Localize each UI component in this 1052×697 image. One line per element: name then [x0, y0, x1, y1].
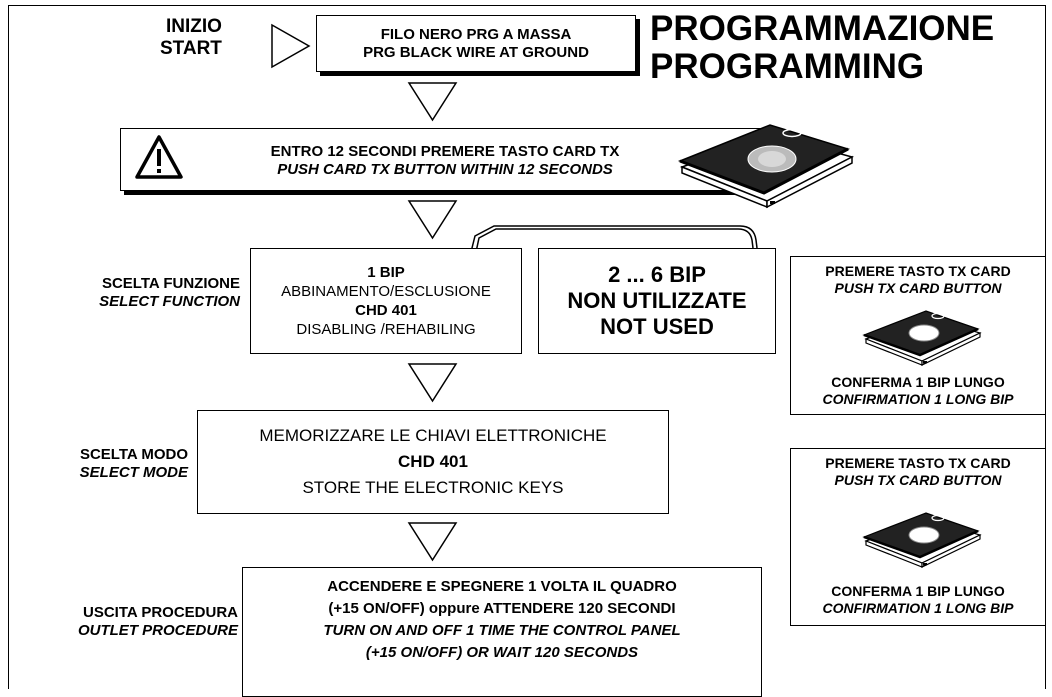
- exit-line2: (+15 ON/OFF) oppure ATTENDERE 120 SECOND…: [328, 600, 676, 617]
- down-arrow-icon: [407, 82, 458, 122]
- side-box-1-confirm-it: CONFERMA 1 BIP LUNGO: [831, 374, 1005, 390]
- exit-box: ACCENDERE E SPEGNERE 1 VOLTA IL QUADRO (…: [242, 567, 762, 697]
- warning-icon: [135, 135, 183, 179]
- mode-model: CHD 401: [398, 452, 468, 471]
- start-arrow-icon: [271, 23, 311, 69]
- step-card-it: ENTRO 12 SECONDI PREMERE TASTO CARD TX: [270, 143, 620, 160]
- function-unused-line1: 2 ... 6 BIP: [608, 262, 706, 287]
- mode-line-en: STORE THE ELECTRONIC KEYS: [302, 478, 564, 497]
- down-arrow-icon: [407, 522, 458, 562]
- down-arrow-icon: [407, 363, 458, 403]
- step-wire-it: FILO NERO PRG A MASSA: [380, 25, 572, 43]
- mode-line-it: MEMORIZZARE LE CHIAVI ELETTRONICHE: [259, 426, 607, 445]
- side-box-1-push-en: PUSH TX CARD BUTTON: [834, 280, 1002, 296]
- side-box-2-push-it: PREMERE TASTO TX CARD: [825, 455, 1011, 471]
- step-card-box: [120, 128, 780, 191]
- step-card-text: ENTRO 12 SECONDI PREMERE TASTO CARD TX P…: [200, 143, 690, 179]
- side-box-1-confirm-en: CONFIRMATION 1 LONG BIP: [822, 391, 1014, 407]
- card-tx-icon: [862, 310, 982, 366]
- mode-label-it: SCELTA MODO: [79, 446, 188, 463]
- side-box-2-push-en: PUSH TX CARD BUTTON: [834, 472, 1002, 488]
- side-box-1-push-it: PREMERE TASTO TX CARD: [825, 263, 1011, 279]
- function-label-it: SCELTA FUNZIONE: [101, 275, 240, 292]
- title-it: PROGRAMMAZIONE: [650, 9, 995, 48]
- page-title: PROGRAMMAZIONE PROGRAMMING: [650, 10, 994, 86]
- step-wire-box: FILO NERO PRG A MASSA PRG BLACK WIRE AT …: [316, 15, 636, 72]
- mode-label-en: SELECT MODE: [79, 464, 188, 481]
- card-tx-icon: [677, 124, 855, 209]
- exit-line4: (+15 ON/OFF) OR WAIT 120 SECONDS: [365, 644, 639, 661]
- side-box-2-push: PREMERE TASTO TX CARD PUSH TX CARD BUTTO…: [825, 455, 1010, 489]
- function-1bip-model: CHD 401: [355, 302, 417, 319]
- start-label-en: START: [160, 38, 222, 59]
- function-1bip-line1: ABBINAMENTO/ESCLUSIONE: [281, 283, 491, 300]
- step-wire-en: PRG BLACK WIRE AT GROUND: [363, 43, 589, 61]
- function-label-en: SELECT FUNCTION: [99, 293, 240, 310]
- function-unused-line2: NON UTILIZZATE: [567, 288, 747, 313]
- title-en: PROGRAMMING: [650, 47, 925, 86]
- function-label: SCELTA FUNZIONE SELECT FUNCTION: [30, 275, 240, 311]
- function-1bip-line2: DISABLING /REHABILING: [296, 321, 476, 338]
- side-box-2-confirm-en: CONFIRMATION 1 LONG BIP: [822, 600, 1014, 616]
- mode-label: SCELTA MODO SELECT MODE: [30, 446, 188, 482]
- function-unused-box: 2 ... 6 BIP NON UTILIZZATE NOT USED: [538, 248, 776, 354]
- exit-label: USCITA PROCEDURA OUTLET PROCEDURE: [20, 604, 238, 640]
- start-label: INIZIO START: [160, 16, 222, 60]
- start-label-it: INIZIO: [165, 16, 222, 37]
- function-1bip-box: 1 BIP ABBINAMENTO/ESCLUSIONE CHD 401 DIS…: [250, 248, 522, 354]
- mode-box: MEMORIZZARE LE CHIAVI ELETTRONICHE CHD 4…: [197, 410, 669, 514]
- step-card-en: PUSH CARD TX BUTTON WITHIN 12 SECONDS: [277, 161, 613, 178]
- down-arrow-icon: [407, 200, 458, 240]
- side-box-1-confirm: CONFERMA 1 BIP LUNGO CONFIRMATION 1 LONG…: [822, 374, 1013, 408]
- card-tx-icon: [862, 512, 982, 568]
- exit-line3: TURN ON AND OFF 1 TIME THE CONTROL PANEL: [323, 622, 681, 639]
- exit-line1: ACCENDERE E SPEGNERE 1 VOLTA IL QUADRO: [327, 578, 677, 595]
- exit-label-en: OUTLET PROCEDURE: [77, 622, 238, 639]
- exit-label-it: USCITA PROCEDURA: [82, 604, 238, 621]
- side-box-1-push: PREMERE TASTO TX CARD PUSH TX CARD BUTTO…: [825, 263, 1010, 297]
- side-box-2-confirm-it: CONFERMA 1 BIP LUNGO: [831, 583, 1005, 599]
- branch-connector: [470, 225, 758, 253]
- function-1bip-title: 1 BIP: [367, 264, 405, 281]
- function-unused-line3: NOT USED: [600, 314, 714, 339]
- side-box-2-confirm: CONFERMA 1 BIP LUNGO CONFIRMATION 1 LONG…: [822, 583, 1013, 617]
